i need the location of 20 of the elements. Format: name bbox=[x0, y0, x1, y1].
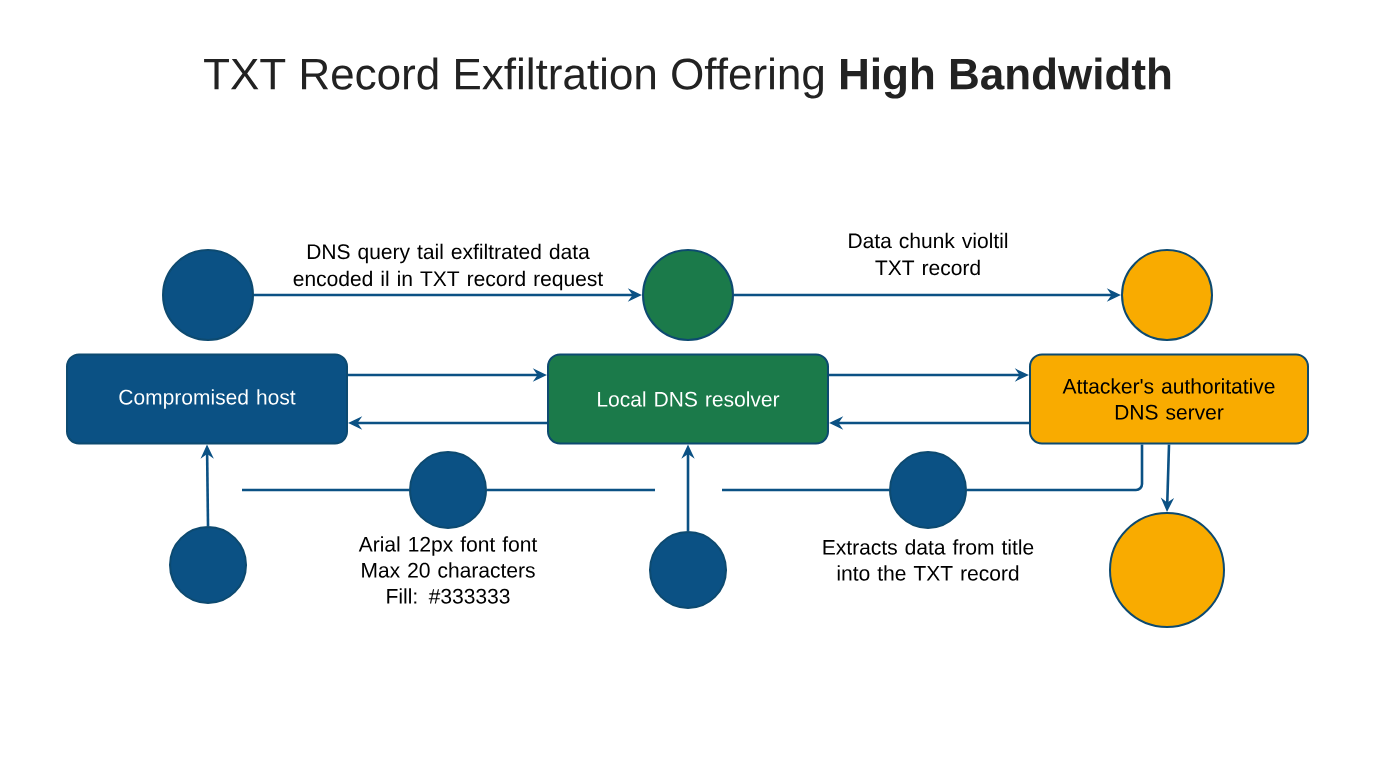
process-box: Compromised host bbox=[66, 353, 348, 445]
connector-line bbox=[242, 488, 409, 492]
circle-node bbox=[409, 451, 487, 529]
circle-node bbox=[162, 249, 254, 341]
annotation-text: Arial 12px font font Max 20 characters Fill: #333333 bbox=[358, 536, 538, 604]
circle-node bbox=[642, 249, 734, 341]
annotation-text: Extracts data from title into the TXT record bbox=[823, 539, 1034, 581]
circle-node bbox=[1109, 512, 1225, 628]
process-box: Attacker's authoritative DNS server bbox=[1029, 353, 1309, 445]
connector-line bbox=[967, 444, 1144, 492]
circle-node bbox=[169, 526, 247, 604]
connector-line bbox=[487, 488, 655, 492]
edge-label: DNS query tail exfiltrated data encoded il in TXT record request bbox=[293, 243, 604, 291]
process-box: Local DNS resolver bbox=[547, 353, 829, 445]
connector-line bbox=[722, 488, 889, 492]
circle-node bbox=[889, 451, 967, 529]
circle-node bbox=[649, 531, 727, 609]
edge-label: Data chunk violtil TXT record bbox=[849, 232, 1008, 276]
circle-node bbox=[1121, 249, 1213, 341]
title: TXT Record Exfiltration Offering High Bandwidth bbox=[204, 57, 1171, 99]
